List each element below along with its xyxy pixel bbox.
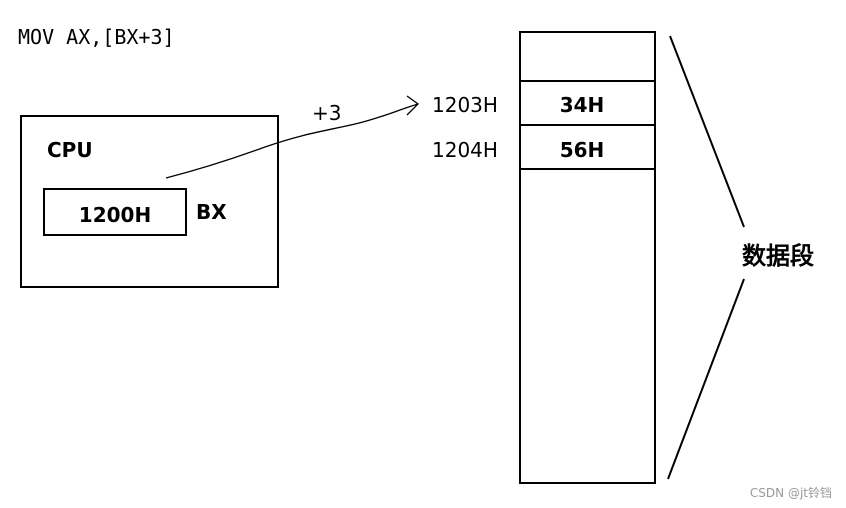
offset-arrow-head xyxy=(406,95,419,116)
instruction-text: MOV AX,[BX+3] xyxy=(18,25,175,49)
segment-bracket-bottom xyxy=(667,278,745,480)
memory-cell-value: 56H xyxy=(560,138,605,162)
segment-label: 数据段 xyxy=(742,242,814,270)
bx-register-box xyxy=(43,188,187,236)
bx-register-value: 1200H xyxy=(79,203,151,227)
memory-column xyxy=(519,31,656,484)
memory-cell-value: 34H xyxy=(560,93,605,117)
cpu-box xyxy=(20,115,279,288)
bx-register-name: BX xyxy=(196,200,227,224)
offset-arrow-curve xyxy=(165,103,419,179)
cpu-label: CPU xyxy=(47,138,93,162)
watermark-text: CSDN @jt铃铛 xyxy=(750,485,832,500)
segment-bracket-top xyxy=(669,35,745,228)
offset-label: +3 xyxy=(312,101,341,125)
memory-address: 1204H xyxy=(432,138,498,162)
memory-address: 1203H xyxy=(432,93,498,117)
